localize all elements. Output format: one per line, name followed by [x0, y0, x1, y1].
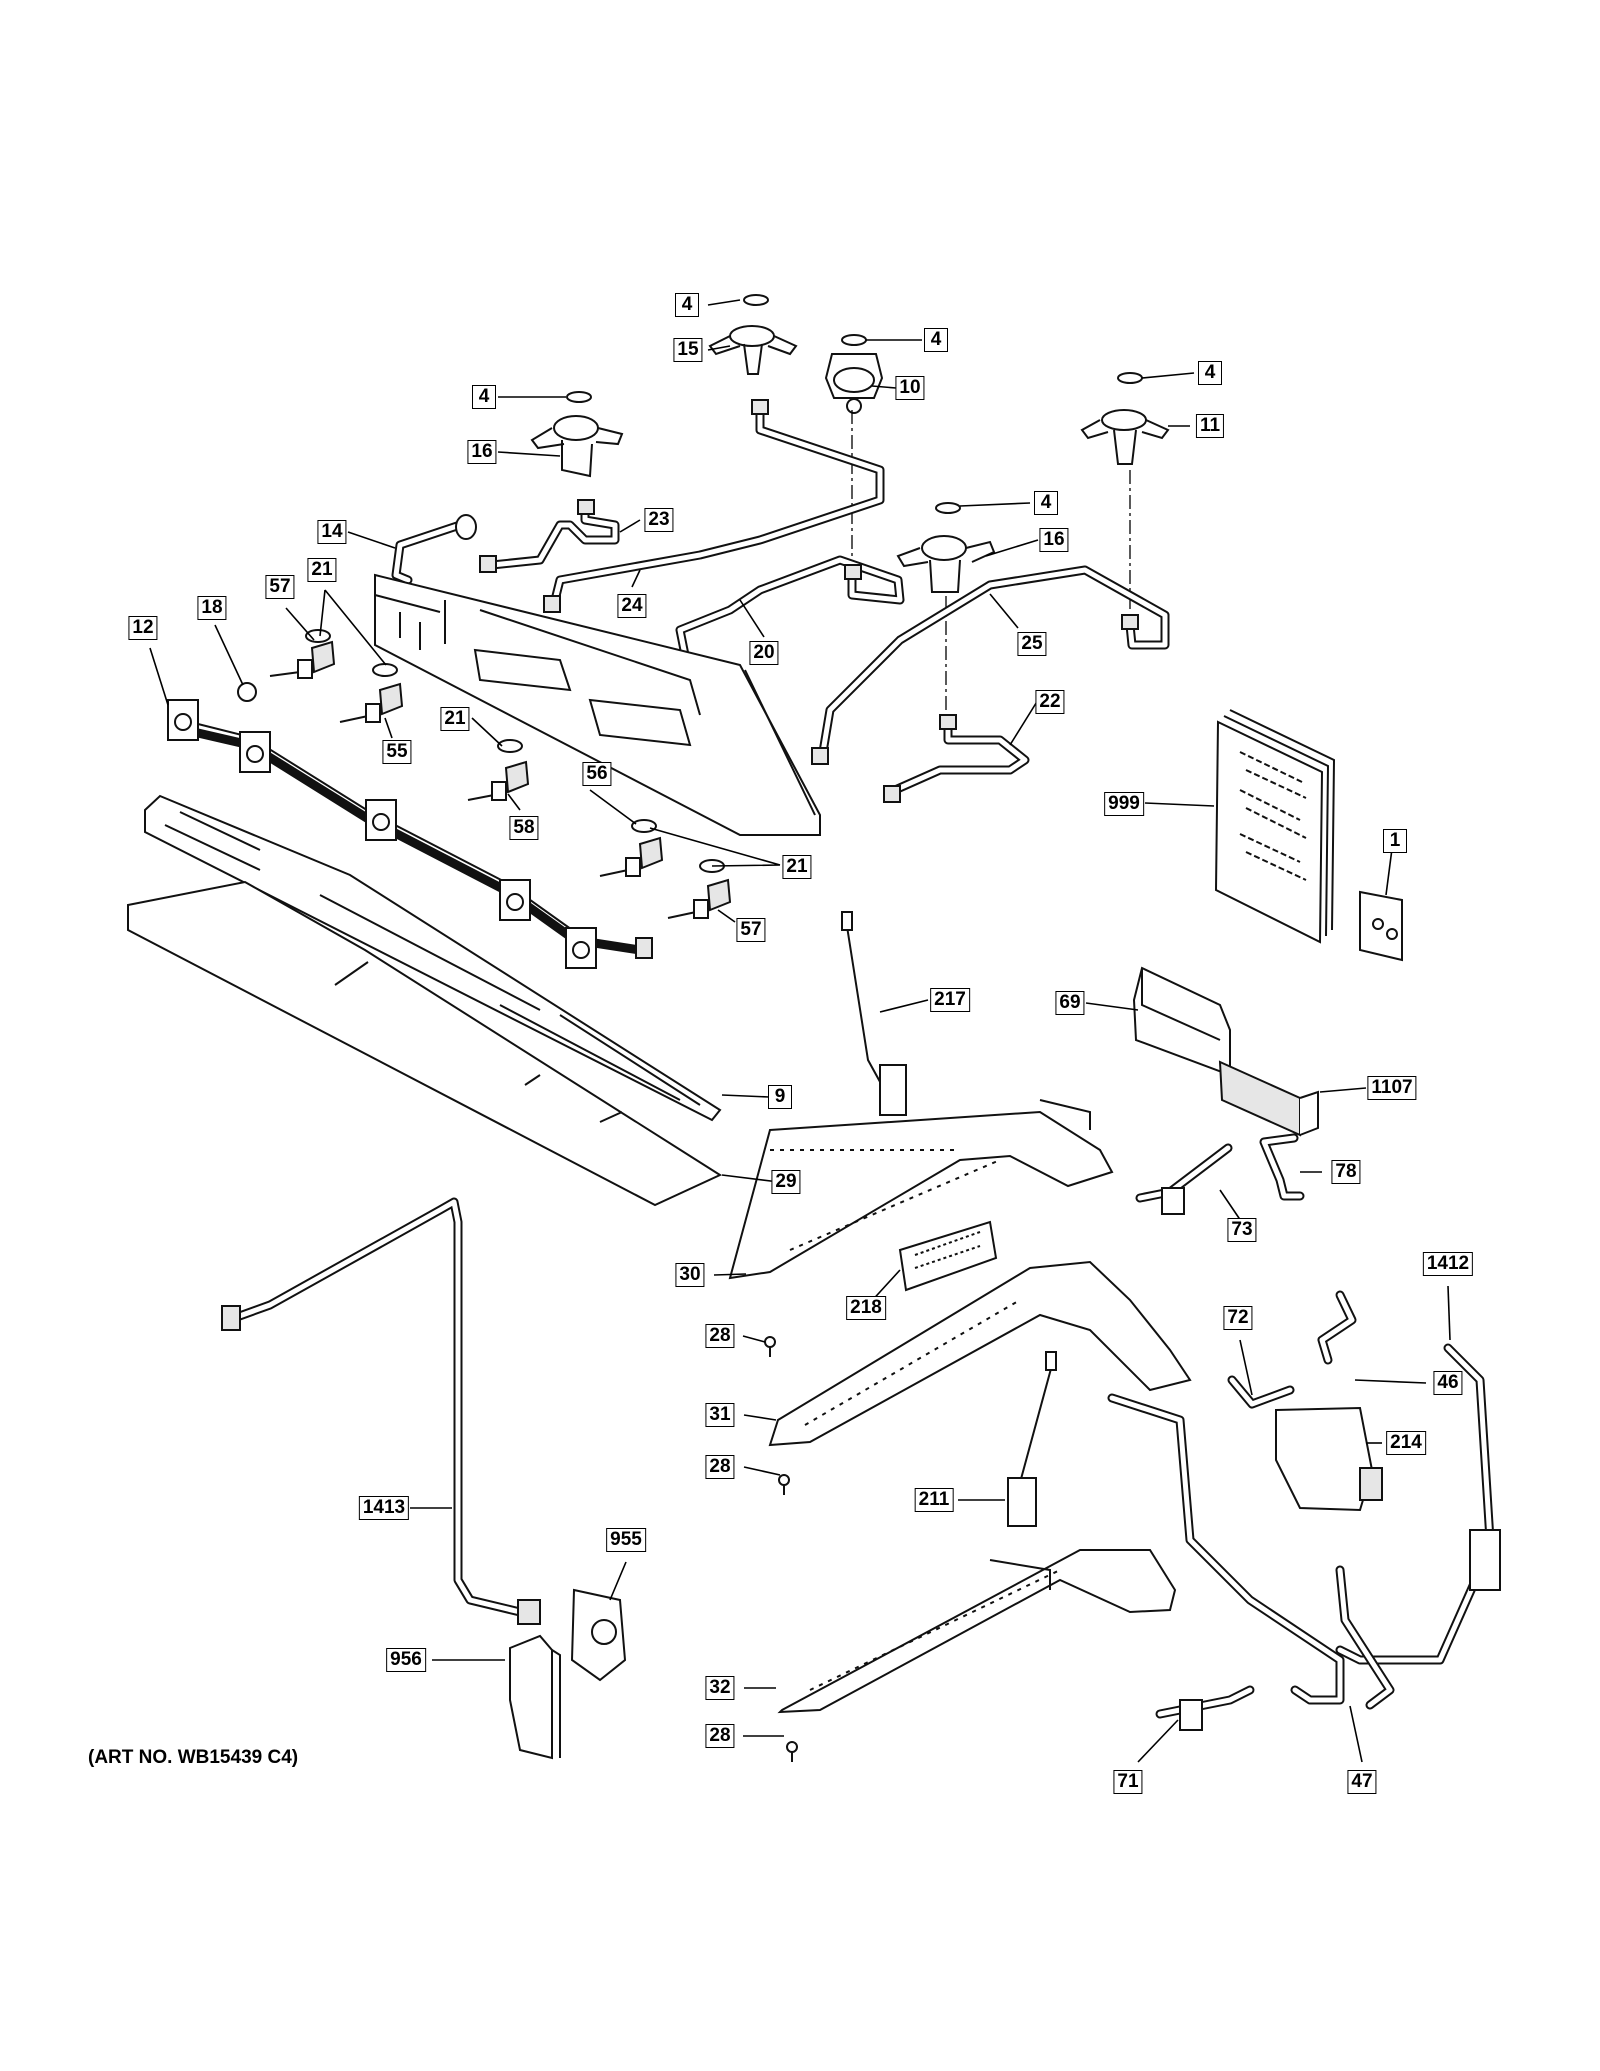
art-number: (ART NO. WB15439 C4) — [88, 1747, 299, 1768]
callout-32: 32 — [705, 1676, 735, 1700]
gas-tube-24 — [550, 405, 885, 605]
control-218 — [898, 1220, 998, 1292]
burner-head-16-right — [896, 502, 996, 593]
burner-head-16-left — [530, 391, 624, 478]
bracket-956 — [509, 1634, 561, 1760]
callout-22: 22 — [1035, 690, 1065, 714]
bracket-9 — [144, 794, 722, 1122]
bracket-69 — [1132, 966, 1231, 1077]
callout-78: 78 — [1331, 1160, 1361, 1184]
gas-line-47 — [1107, 1393, 1395, 1710]
fitting-72 — [1227, 1375, 1295, 1409]
washer-18 — [237, 682, 257, 702]
callout-14: 14 — [317, 520, 347, 544]
screws-28 — [764, 1336, 798, 1762]
callout-1413: 1413 — [358, 1496, 410, 1520]
gas-tube-20 — [675, 555, 905, 685]
callout-31: 31 — [705, 1403, 735, 1427]
callout-12: 12 — [128, 616, 158, 640]
callout-21: 21 — [782, 855, 812, 879]
gas-line-1413 — [221, 1197, 541, 1625]
panel-29 — [127, 880, 723, 1207]
callout-4: 4 — [675, 293, 699, 317]
callout-9: 9 — [768, 1085, 792, 1109]
callout-25: 25 — [1017, 632, 1047, 656]
igniter-217 — [841, 911, 907, 1116]
callout-28: 28 — [705, 1324, 735, 1348]
callout-4: 4 — [1034, 491, 1058, 515]
callout-55: 55 — [382, 740, 412, 764]
callout-47: 47 — [1347, 1770, 1377, 1794]
callout-46: 46 — [1433, 1371, 1463, 1395]
regulator-214 — [1275, 1406, 1383, 1512]
callout-21: 21 — [440, 707, 470, 731]
gas-tube-23 — [487, 500, 620, 570]
callout-211: 211 — [914, 1488, 954, 1512]
callout-955: 955 — [606, 1528, 646, 1552]
tube-fittings — [479, 399, 1139, 803]
callout-11: 11 — [1195, 414, 1225, 438]
callout-71: 71 — [1113, 1770, 1143, 1794]
part-1 — [1359, 890, 1403, 962]
valve-56 — [599, 819, 664, 877]
callout-58: 58 — [509, 816, 539, 840]
callout-10: 10 — [895, 376, 925, 400]
callout-16: 16 — [467, 440, 497, 464]
oven-burner-31 — [768, 1260, 1192, 1447]
oven-burner-32 — [777, 1549, 1177, 1714]
callout-214: 214 — [1386, 1431, 1426, 1455]
callout-15: 15 — [673, 338, 703, 362]
gas-tube-22 — [890, 720, 1030, 795]
valve-57-bottom — [667, 859, 732, 919]
burner-head-11 — [1080, 372, 1170, 465]
literature-999 — [1214, 709, 1336, 944]
valve-57-top — [269, 629, 336, 679]
callout-999: 999 — [1104, 792, 1144, 816]
callout-57: 57 — [736, 918, 766, 942]
callout-28: 28 — [705, 1455, 735, 1479]
callout-29: 29 — [771, 1170, 801, 1194]
callout-56: 56 — [582, 762, 612, 786]
burner-head-10 — [824, 334, 884, 414]
callout-24: 24 — [617, 594, 647, 618]
igniter-211 — [1007, 1351, 1057, 1527]
callout-20: 20 — [749, 641, 779, 665]
callout-4: 4 — [924, 328, 948, 352]
fitting-71 — [1155, 1685, 1255, 1731]
valve-58 — [467, 739, 530, 801]
callout-16: 16 — [1039, 528, 1069, 552]
fitting-73 — [1135, 1143, 1233, 1215]
callout-30: 30 — [675, 1263, 705, 1287]
callout-1: 1 — [1383, 829, 1407, 853]
callout-956: 956 — [386, 1648, 426, 1672]
burner-head-15 — [708, 294, 798, 375]
callout-21: 21 — [307, 558, 337, 582]
gas-tube-25 — [818, 565, 1170, 757]
fitting-78 — [1259, 1133, 1305, 1201]
callout-28: 28 — [705, 1724, 735, 1748]
ignitor-harness-12 — [167, 699, 653, 969]
callout-4: 4 — [472, 385, 496, 409]
callout-69: 69 — [1055, 991, 1085, 1015]
callout-73: 73 — [1227, 1218, 1257, 1242]
callout-57: 57 — [265, 575, 295, 599]
valve-955 — [570, 1588, 627, 1682]
callout-4: 4 — [1198, 361, 1222, 385]
gas-line-1412 — [1335, 1343, 1501, 1665]
callout-23: 23 — [644, 508, 674, 532]
component-1107 — [1218, 1060, 1319, 1137]
fitting-46 — [1317, 1290, 1357, 1365]
leader-lines — [149, 299, 1451, 1763]
callout-72: 72 — [1223, 1306, 1253, 1330]
oven-burner-30 — [728, 1099, 1114, 1280]
callout-18: 18 — [197, 596, 227, 620]
callout-218: 218 — [846, 1296, 886, 1320]
valve-55 — [339, 663, 404, 723]
manifold-14 — [374, 514, 821, 836]
callout-217: 217 — [930, 988, 970, 1012]
callout-1412: 1412 — [1422, 1252, 1474, 1276]
callout-1107: 1107 — [1367, 1076, 1417, 1100]
